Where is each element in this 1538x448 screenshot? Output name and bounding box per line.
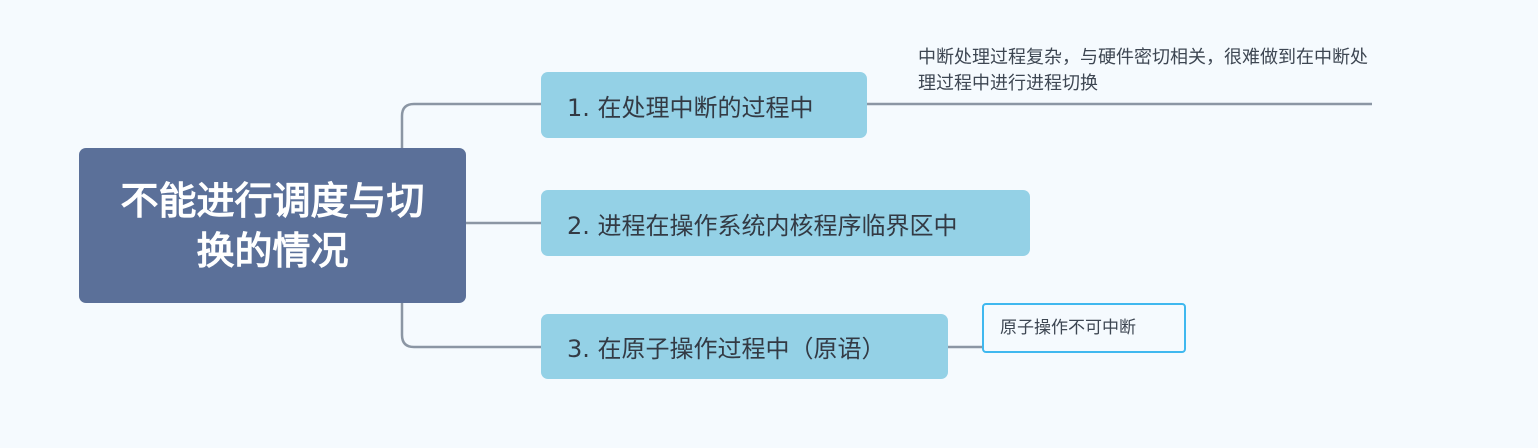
connector-root-branch-1 [400,102,541,148]
branch-node-3[interactable]: 3. 在原子操作过程中（原语） [541,314,948,379]
branch-node-2-label: 2. 进程在操作系统内核程序临界区中 [567,211,958,240]
branch-node-1[interactable]: 1. 在处理中断的过程中 [541,72,867,138]
branch-node-2[interactable]: 2. 进程在操作系统内核程序临界区中 [541,190,1030,256]
root-node[interactable]: 不能进行调度与切换的情况 [79,148,466,303]
root-node-label: 不能进行调度与切换的情况 [120,178,425,273]
branch-1-note[interactable]: 中断处理过程复杂，与硬件密切相关，很难做到在中断处理过程中进行进程切换 [918,45,1368,97]
branch-node-3-label: 3. 在原子操作过程中（原语） [567,335,886,363]
connector-root-branch-3 [400,303,541,349]
branch-node-1-label: 1. 在处理中断的过程中 [567,93,814,122]
branch-3-note[interactable]: 原子操作不可中断 [982,303,1186,353]
branch-3-note-text: 原子操作不可中断 [1000,318,1136,338]
branch-1-note-text: 中断处理过程复杂，与硬件密切相关，很难做到在中断处理过程中进行进程切换 [918,47,1368,94]
